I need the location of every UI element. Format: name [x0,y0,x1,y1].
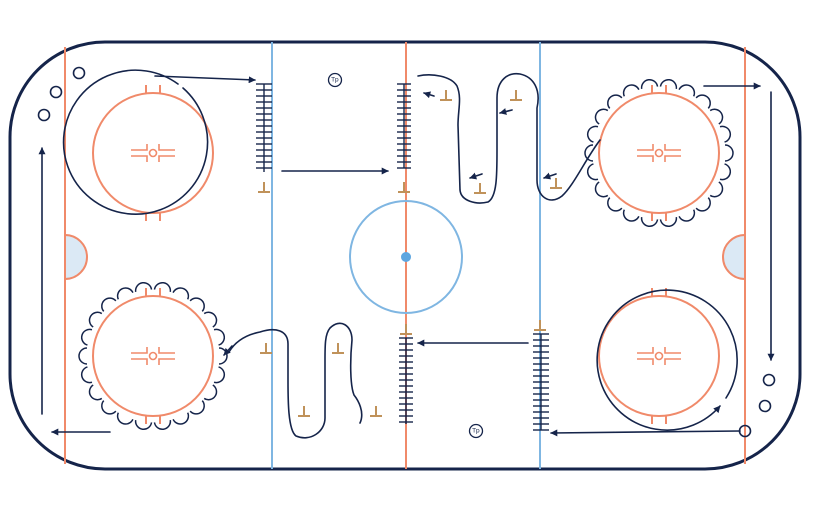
crossover-loop [203,311,218,328]
crossover-loop [587,125,599,143]
skater-arrow-w4 [543,172,557,180]
crossover-loop [101,400,117,415]
crossover-loop [659,217,678,228]
crossover-loop [81,366,93,384]
cone-icon [258,182,270,193]
crossover-loop [607,94,623,109]
crossover-loop [607,197,623,212]
skater-path-top-left-circle [62,69,209,215]
crossover-loop [88,311,103,328]
skater-path-bottom-right-circle [596,289,738,431]
cone-icon [370,406,382,417]
faceoff-circle-top-right [598,85,720,221]
right-goal-crease [722,233,746,281]
crossover-loop [584,144,594,162]
crossover-loops-bottom-left [78,281,228,431]
crossover-loop [153,281,172,292]
crossover-loop [116,287,134,300]
crossover-loop [640,78,659,89]
crossover-ladders [256,83,549,431]
cone-icon [332,343,344,354]
player-start-icon [37,108,51,122]
cone-icon [534,320,546,331]
cone-icon [260,343,272,354]
crossover-loop [88,384,103,401]
skater-path-weave-bottom [228,322,363,439]
skater-arrow-w1 [423,91,435,99]
crossover-loop [622,84,640,97]
player-start-icon [738,424,752,438]
skater-arrow-w3 [499,108,513,115]
crossover-loop [81,328,93,346]
crossover-loop [695,197,711,212]
left-goal-crease [64,233,88,281]
crossover-loop [172,287,190,300]
crossover-loop [203,384,218,401]
cone-icon [474,183,486,194]
puck-label-top: Tp [330,77,339,84]
crossover-loop [116,412,134,425]
crossover-loop [189,400,205,415]
crossover-loops-top-right [584,78,734,228]
crossover-loop [709,108,724,125]
crossover-loop [719,125,731,143]
crossover-loop [213,328,225,346]
cones [258,90,562,417]
cone-icon [298,406,310,417]
center-ice-dot [401,252,411,262]
cone-icon [400,324,412,335]
crossover-loop [153,420,172,431]
puck-label-bottom: Tp [471,428,480,435]
cone-icon [440,90,452,101]
crossover-loop [587,163,599,181]
skater-arrow-bottom-weave [223,345,233,356]
crossover-loop [213,366,225,384]
skater-arrow-w2 [469,172,483,180]
crossover-loop [594,108,609,125]
crossover-loop [640,217,659,228]
crossover-loop [695,94,711,109]
player-start-icon [72,66,86,80]
skater-path-bottom-right-exit [550,429,741,437]
crossover-loop [189,297,205,312]
crossover-loop [218,347,228,365]
crossover-loop [622,209,640,222]
faceoff-circle-top-left [92,85,214,221]
crossover-loop [709,181,724,198]
puck-icon: Tp [468,423,484,439]
crossover-loop [719,163,731,181]
center-ice-circle [349,200,463,314]
cone-icon [510,90,522,101]
faceoff-circle-bottom-left [92,288,214,424]
player-start-icon [49,85,63,99]
crossover-loop [134,420,153,431]
cone-icon [550,178,562,189]
crossover-loop [594,181,609,198]
skater-path-top-left-exit [154,75,256,84]
crossover-loop [134,281,153,292]
crossover-loop [678,209,696,222]
player-start-icon [758,399,772,413]
puck-icon: Tp [327,72,343,88]
crossover-loop [172,412,190,425]
crossover-loop [678,84,696,97]
skater-path-weave-top [417,72,601,204]
crossover-loop [101,297,117,312]
faceoff-circle-bottom-right [598,288,720,424]
crossover-loop [659,78,678,89]
cone-icon [398,182,410,193]
crossover-loop [724,144,734,162]
crossover-loop [78,347,88,365]
player-start-icon [762,373,776,387]
